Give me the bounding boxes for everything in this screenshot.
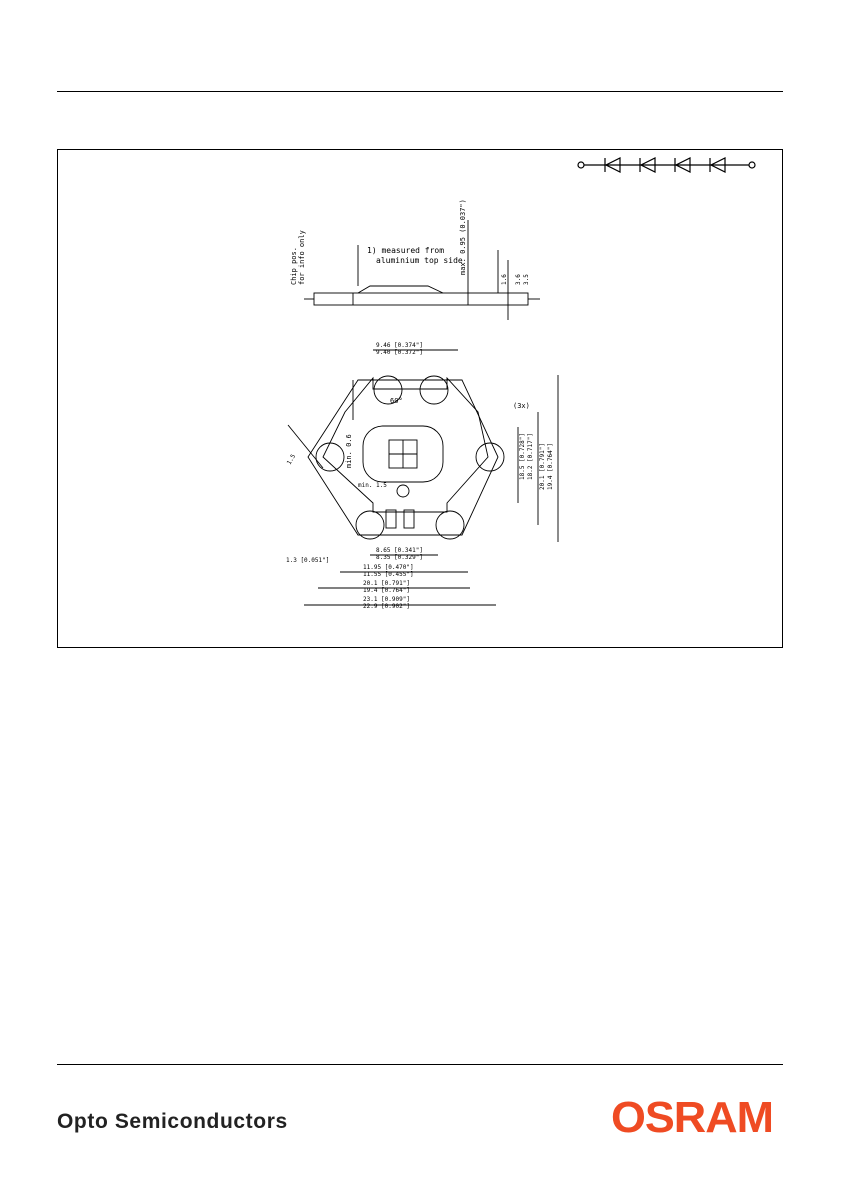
package-outline-drawing: 1) measured from aluminium top side Chip… [57, 149, 783, 648]
max-height-label: max. 0.95 (0.037") [459, 199, 467, 275]
note-text: 1) measured from [367, 246, 444, 255]
min-label-2: min. 1.5 [358, 482, 387, 489]
dim-16: 1.5 [286, 453, 298, 466]
dim-1: 9.46 [0.374"] [376, 342, 423, 349]
header-rule [57, 91, 783, 92]
dim-10b: 19.4 [0.764"] [547, 443, 554, 490]
footer-title: Opto Semiconductors [57, 1110, 288, 1133]
footer-rule [57, 1064, 783, 1065]
dim-8: 18.2 [0.717"] [527, 433, 534, 480]
dim-9b: 20.1 [0.791"] [539, 443, 546, 490]
dim-9: 20.1 [0.791"] [363, 580, 410, 587]
diode-chain-symbol [577, 157, 756, 173]
technical-drawing: 1) measured from aluminium top side Chip… [286, 157, 756, 610]
top-view [287, 349, 559, 606]
dim-14: 3.5 [523, 274, 530, 285]
chip-pos-label-2: for info only [298, 230, 306, 285]
dim-12: 22.9 [0.902"] [363, 603, 410, 610]
dim-5: 11.95 [0.470"] [363, 564, 414, 571]
osram-logo: OSRAM [611, 1093, 774, 1142]
side-view [304, 220, 540, 320]
dim-7: 18.5 [0.728"] [519, 433, 526, 480]
min-label: min. 0.6 [345, 434, 353, 468]
note-text-2: aluminium top side [376, 256, 463, 265]
count-label: (3x) [513, 402, 530, 410]
dim-15: 1.6 [501, 274, 508, 285]
chip-pos-label: Chip pos. [290, 247, 298, 285]
dim-4: 8.35 [0.329"] [376, 554, 423, 561]
dim-13: 3.6 [515, 274, 522, 285]
dim-17: 1.3 [0.051"] [286, 557, 329, 564]
angle-label: 60° [390, 397, 403, 405]
dim-10: 19.4 [0.764"] [363, 587, 410, 594]
dim-3: 8.65 [0.341"] [376, 547, 423, 554]
dim-2: 9.40 [0.372"] [376, 349, 423, 356]
dim-11: 23.1 [0.909"] [363, 596, 410, 603]
dim-6: 11.55 [0.455"] [363, 571, 414, 578]
